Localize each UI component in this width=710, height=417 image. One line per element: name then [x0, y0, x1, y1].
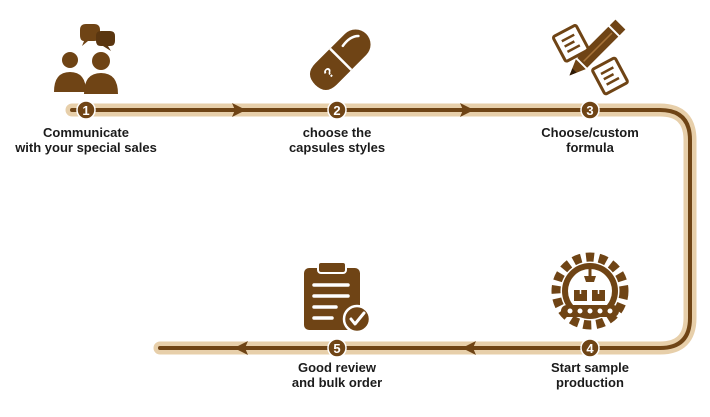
step-badge-3: 3	[580, 100, 600, 120]
step-5-line1: Good review	[297, 360, 377, 375]
step-3-label: Choose/custom formula	[520, 125, 660, 155]
arrow-right-icon	[460, 103, 474, 117]
svg-text:3: 3	[586, 103, 593, 118]
pencil-icon	[551, 19, 629, 96]
step-4-label: Start sample production	[520, 360, 660, 390]
people-chat-icon	[54, 24, 118, 94]
path-line	[70, 108, 692, 350]
step-badge-4: 4	[580, 338, 600, 358]
step-1-label: Communicate with your special sales	[6, 125, 166, 155]
step-badge-2: 2	[327, 100, 347, 120]
step-1-line1: Communicate	[43, 125, 129, 140]
svg-text:1: 1	[82, 103, 89, 118]
arrow-right-icon	[232, 103, 246, 117]
step-3-line1: Choose/custom	[541, 125, 639, 140]
arrow-left-icon	[234, 341, 248, 355]
capsule-icon: ?	[309, 29, 371, 91]
factory-gear-icon	[551, 252, 629, 330]
svg-text:4: 4	[586, 341, 594, 356]
arrow-left-icon	[462, 341, 476, 355]
svg-text:2: 2	[333, 103, 340, 118]
step-4-line2: production	[556, 375, 624, 390]
clipboard-check-icon	[304, 261, 372, 334]
step-4-line1: Start sample	[550, 360, 630, 375]
process-path	[65, 103, 697, 355]
step-2-label: choose the capsules styles	[267, 125, 407, 155]
svg-text:5: 5	[333, 341, 340, 356]
step-5-label: Good review and bulk order	[267, 360, 407, 390]
step-badge-1: 1	[76, 100, 96, 120]
path-arrows	[232, 103, 476, 355]
step-5-line2: and bulk order	[291, 375, 383, 390]
step-2-line1: choose the	[302, 125, 372, 140]
step-1-line2: with your special sales	[15, 140, 157, 155]
step-2-line2: capsules styles	[288, 140, 386, 155]
step-3-line2: formula	[566, 140, 614, 155]
step-badge-5: 5	[327, 338, 347, 358]
